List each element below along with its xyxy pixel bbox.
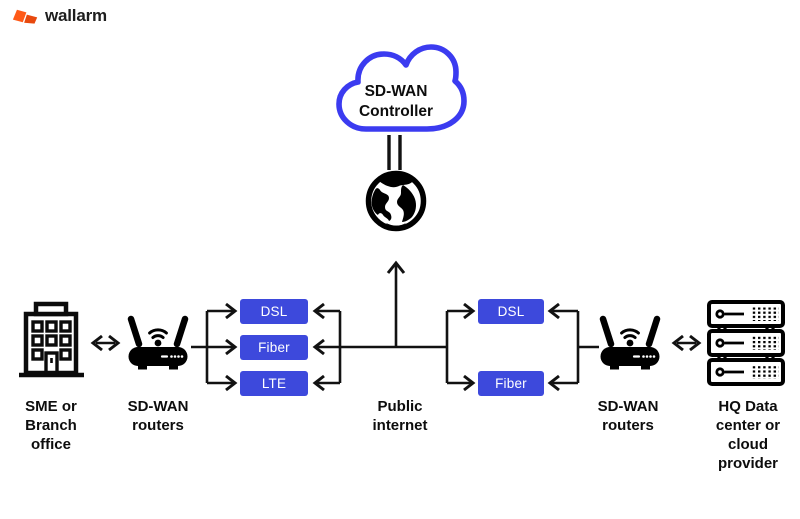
- label-line: HQ Data: [718, 398, 778, 415]
- label-line: Public: [377, 398, 423, 415]
- sdwan-controller-label: SD-WAN Controller: [327, 82, 465, 121]
- link-box-label: Fiber: [258, 340, 290, 355]
- office-building-icon: [19, 301, 84, 378]
- label-line: SD-WAN: [127, 398, 189, 415]
- link-box-dsl-right: DSL: [478, 299, 544, 324]
- link-box-fiber-left: Fiber: [240, 335, 308, 360]
- branch-office-label: SME or Branch office: [5, 397, 97, 454]
- label-line: center or: [715, 417, 781, 434]
- wallarm-logo: wallarm: [12, 6, 107, 26]
- label-line: provider: [717, 455, 778, 472]
- label-line: routers: [602, 417, 654, 434]
- up-arrow-icon: [386, 260, 406, 347]
- link-box-lte-left: LTE: [240, 371, 308, 396]
- label-line: Branch: [25, 417, 77, 434]
- cloud-label-line2: Controller: [358, 102, 434, 120]
- server-rack-icon: [707, 300, 785, 386]
- double-headed-arrow-icon: [671, 334, 702, 352]
- link-box-label: DSL: [497, 304, 525, 319]
- wifi-router-icon: [599, 315, 661, 370]
- link-box-fiber-right: Fiber: [478, 371, 544, 396]
- left-router-branch-arrows: [191, 302, 238, 392]
- internet-globe-icon: [365, 170, 427, 232]
- link-box-label: LTE: [261, 376, 287, 391]
- label-line: SD-WAN: [597, 398, 659, 415]
- link-box-label: Fiber: [495, 376, 527, 391]
- label-line: office: [30, 436, 71, 453]
- link-box-dsl-left: DSL: [240, 299, 308, 324]
- label-line: cloud: [728, 436, 768, 453]
- label-line: SME or: [25, 398, 77, 415]
- wifi-router-icon: [127, 315, 189, 370]
- right-internet-branch-arrows: [445, 302, 476, 392]
- link-box-label: DSL: [260, 304, 288, 319]
- left-routers-label: SD-WAN routers: [106, 397, 210, 435]
- label-line: routers: [132, 417, 184, 434]
- public-internet-label: Public internet: [348, 397, 452, 435]
- right-router-branch-arrows: [547, 302, 599, 392]
- double-headed-arrow-icon: [90, 334, 121, 352]
- left-internet-branch-arrows: [312, 302, 342, 392]
- hq-datacenter-label: HQ Data center or cloud provider: [696, 397, 800, 473]
- label-line: internet: [372, 417, 428, 434]
- cloud-label-line1: SD-WAN: [364, 83, 428, 100]
- cloud-outline-icon: [336, 44, 467, 132]
- right-routers-label: SD-WAN routers: [576, 397, 680, 435]
- cloud-globe-link-lines: [387, 135, 402, 170]
- wallarm-logo-text: wallarm: [45, 6, 107, 25]
- wallarm-flag-icon: [12, 9, 38, 24]
